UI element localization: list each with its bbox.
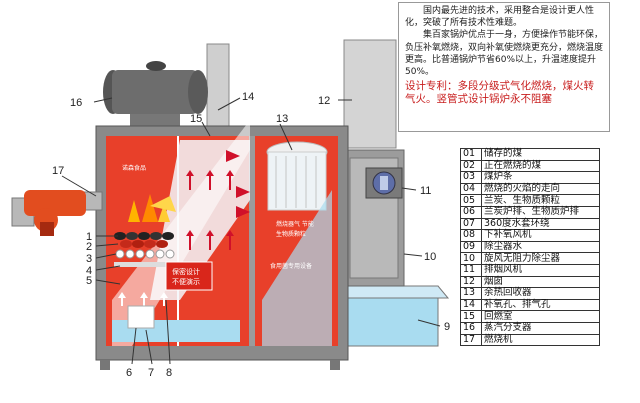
legend-label: 兰炭、生物质颗粒 xyxy=(481,194,600,207)
legend-number: 16 xyxy=(460,321,482,335)
stamp-line2: 不便演示 xyxy=(172,277,200,286)
legend-label: 蒸汽分支器 xyxy=(481,321,600,335)
callout-3: 3 xyxy=(86,253,92,265)
callout-2: 2 xyxy=(86,241,92,253)
legend-number: 11 xyxy=(460,263,482,277)
heat-recovery xyxy=(262,141,332,346)
description-paragraph-2: 集百家锅炉优点于一身，方便操作节能环保，负压补氧燃烧，双向补氧使燃烧更充分，燃烧… xyxy=(405,30,604,78)
legend-number: 07 xyxy=(460,217,482,231)
steam-drum-valve xyxy=(146,61,166,71)
legend-number: 06 xyxy=(460,205,482,219)
legend-number: 02 xyxy=(460,159,482,173)
legend-label: 回燃室 xyxy=(481,310,600,323)
legend-label: 下补氧风机 xyxy=(481,229,600,242)
callout-8: 8 xyxy=(166,367,172,379)
panel-text-1: 燃烧器气 节能 xyxy=(276,220,314,228)
oxygen-fan xyxy=(127,305,155,329)
callout-5: 5 xyxy=(86,275,92,287)
grate xyxy=(114,249,175,267)
legend-label: 旋风无阻力除尘器 xyxy=(481,252,600,265)
legend-label: 余热回收器 xyxy=(481,287,600,300)
callout-9: 9 xyxy=(444,321,450,333)
brand-label: 诺森食品 xyxy=(122,164,146,172)
legend-number: 03 xyxy=(460,171,482,184)
burner xyxy=(11,190,103,236)
legend-label: 正在燃烧的煤 xyxy=(481,159,600,173)
steam-drum xyxy=(112,70,198,114)
stamp-line1: 保密设计 xyxy=(172,267,200,276)
legend-label: 排烟风机 xyxy=(481,263,600,277)
legend-number: 08 xyxy=(460,229,482,242)
legend-number: 10 xyxy=(460,252,482,265)
callout-12: 12 xyxy=(318,95,330,107)
callout-14: 14 xyxy=(242,91,254,103)
callout-4: 4 xyxy=(86,265,92,277)
confidential-stamp xyxy=(165,261,213,291)
legend-label: 补氧孔、排气孔 xyxy=(481,298,600,312)
panel-text-2: 生物质颗粒 xyxy=(276,230,306,238)
airflow-arrows xyxy=(186,150,250,250)
callout-15: 15 xyxy=(190,113,202,125)
legend-label: 烟囱 xyxy=(481,275,600,289)
callout-7: 7 xyxy=(148,367,154,379)
legend-number: 14 xyxy=(460,298,482,312)
callout-1: 1 xyxy=(86,231,92,243)
panel-text-3: 食用菌专用设备 xyxy=(270,262,312,270)
legend-label: 除尘器水 xyxy=(481,240,600,254)
legend-label: 煤炉条 xyxy=(481,171,600,184)
callout-17: 17 xyxy=(52,165,64,177)
legend-label: 兰炭炉排、生物质炉排 xyxy=(481,205,600,219)
exhaust-pipe xyxy=(206,43,230,137)
patent-note: 设计专利：多段分级式气化燃烧，煤火转气火。竖管式设计锅炉永不阻塞 xyxy=(405,80,594,106)
legend-number: 12 xyxy=(460,275,482,289)
legend-number: 17 xyxy=(460,333,482,347)
legend-label: 储存的煤 xyxy=(481,148,600,161)
steam-drum-end-right xyxy=(188,70,208,114)
legend-number: 15 xyxy=(460,310,482,323)
callout-6: 6 xyxy=(126,367,132,379)
callout-10: 10 xyxy=(424,251,436,263)
description-box: 国内最先进的技术，采用整合是设计更人性化，突破了所有技术性难题。 集百家锅炉优点… xyxy=(398,2,610,132)
legend-label: 360度水套环绕 xyxy=(481,217,600,231)
oxygen-arrows xyxy=(118,292,168,306)
coal-bed xyxy=(114,232,174,248)
flames xyxy=(128,194,176,222)
callout-16: 16 xyxy=(70,97,82,109)
chimney xyxy=(343,39,397,149)
callout-13: 13 xyxy=(276,113,288,125)
callout-11: 11 xyxy=(420,185,431,197)
description-paragraph-1: 国内最先进的技术，采用整合是设计更人性化，突破了所有技术性难题。 xyxy=(405,6,595,29)
legend-label: 燃烧机 xyxy=(481,333,600,347)
legend-number: 01 xyxy=(460,148,482,161)
legend-number: 13 xyxy=(460,287,482,300)
legend-number: 05 xyxy=(460,194,482,207)
legend-number: 09 xyxy=(460,240,482,254)
legend-number: 04 xyxy=(460,182,482,196)
legend-label: 燃烧的火焰的走向 xyxy=(481,182,600,196)
